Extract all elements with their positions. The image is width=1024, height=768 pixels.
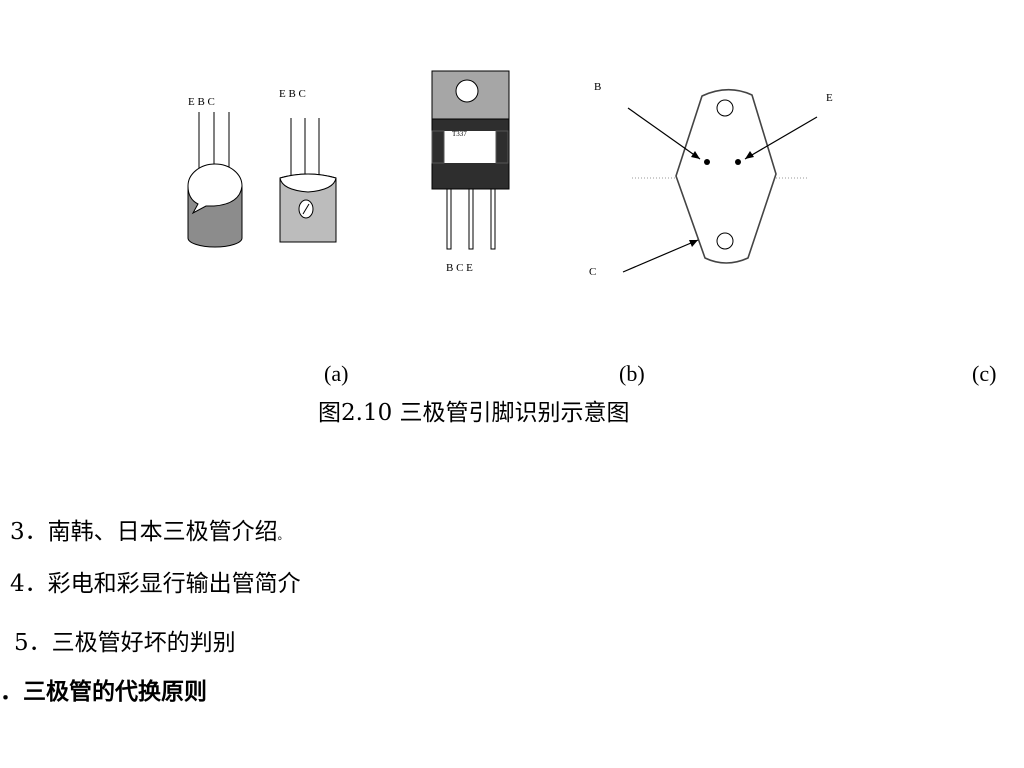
outline-item-3: 3．南韩、日本三极管介绍。 <box>10 519 289 545</box>
to220-pin-labels: B C E <box>446 262 473 274</box>
outline-item-5: 5．三极管好坏的判别 <box>14 630 236 656</box>
to220-drawing: T337 B C E <box>431 70 510 274</box>
subfigure-label-b: (b) <box>619 361 645 386</box>
to220-marking: T337 <box>452 130 467 138</box>
to92-cylinder-drawing: E B C <box>187 96 243 248</box>
outline-item-3-suffix: 。 <box>277 529 289 542</box>
outline-item-4: 4．彩电和彩显行输出管简介 <box>10 571 301 597</box>
transistor-pinout-figure: E B C E B C T337 B C E <box>187 70 833 278</box>
to92-flat-pin-labels: E B C <box>279 88 306 100</box>
subfigure-label-c: (c) <box>972 361 997 386</box>
to3-drawing: B E C <box>589 81 833 278</box>
to3-label-b: B <box>594 81 601 93</box>
outline-heading: ．三极管的代换原则 <box>0 678 207 705</box>
to3-label-e: E <box>826 92 833 104</box>
to92-cylinder-pin-labels: E B C <box>188 96 215 108</box>
figure-caption: 图2.10 三极管引脚识别示意图 <box>318 400 630 426</box>
to3-label-c: C <box>589 266 596 278</box>
to92-flat-drawing: E B C <box>279 88 337 243</box>
subfigure-label-a: (a) <box>324 361 349 386</box>
